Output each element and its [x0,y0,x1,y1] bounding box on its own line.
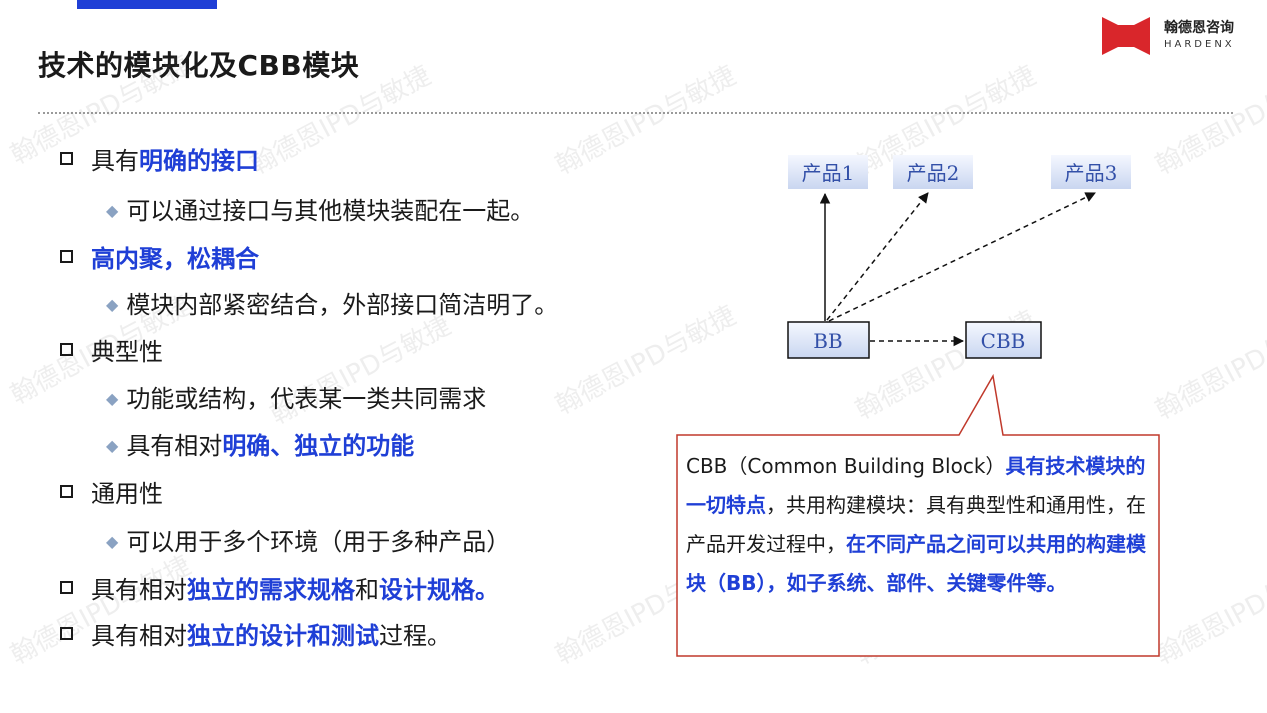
bullet-text-part: 模块内部紧密结合，外部接口简洁明了。 [126,291,559,319]
square-bullet-icon [60,581,73,594]
sub-bullet-item: ◆ 模块内部紧密结合，外部接口简洁明了。 [106,290,558,320]
company-logo: 翰德恩咨询 HARDENX [1102,15,1247,57]
bb-node [787,321,870,359]
bullet-highlight: 独立的设计和测试 [187,622,379,650]
dashed-arrow [826,192,929,321]
bullet-highlight: 独立的需求规格 [187,576,355,604]
bullet-item: 通用性 [60,479,163,509]
square-bullet-icon [60,343,73,356]
bullet-text-part: 可以用于多个环境（用于多种产品） [126,528,511,556]
bullet-text-part: 具有 [91,147,139,175]
callout-highlight: 在不同产品之间可以共用的构建模块（BB），如子系统、部件、关键零件等。 [686,532,1146,595]
dashed-arrow [828,192,1096,322]
diamond-bullet-icon: ◆ [106,201,119,220]
bullet-text-part: 具有相对 [91,622,187,650]
bullet-highlight: 高内聚，松耦合 [91,245,259,273]
bullet-text-part: 通用性 [91,480,163,508]
page-title: 技术的模块化及CBB模块 [38,49,360,82]
product-label-1: 产品1 [802,161,855,185]
bullet-text-part: 具有相对 [91,576,187,604]
cbb-node [965,321,1042,359]
bullet-text-part: 具有相对 [126,432,223,460]
title-divider [38,112,1233,114]
cbb-callout-text: CBB（Common Building Block）具有技术模块的一切特点，共用… [686,447,1156,603]
bullet-highlight: 明确的接口 [139,147,259,175]
square-bullet-icon [60,627,73,640]
sub-bullet-item: ◆ 功能或结构，代表某一类共同需求 [106,384,486,414]
bb-label: BB [813,329,842,353]
product-node-2 [893,155,973,189]
product-label-3: 产品3 [1065,161,1118,185]
top-accent-bar [77,0,217,9]
bullet-item: 具有相对独立的设计和测试过程。 [60,621,451,651]
bullet-highlight: 明确、独立的功能 [222,432,415,460]
sub-bullet-item: ◆ 可以通过接口与其他模块装配在一起。 [106,196,534,226]
logo-text-cn: 翰德恩咨询 [1164,20,1234,36]
bullet-item: 具有明确的接口 [60,146,259,176]
bullet-text-part: 可以通过接口与其他模块装配在一起。 [126,197,535,225]
diamond-bullet-icon: ◆ [106,532,119,551]
sub-bullet-item: ◆ 可以用于多个环境（用于多种产品） [106,527,510,557]
callout-text-part: CBB（Common Building Block） [686,454,1006,478]
diamond-bullet-icon: ◆ [106,436,119,455]
bullet-item: 高内聚，松耦合 [60,244,259,274]
diamond-bullet-icon: ◆ [106,389,119,408]
bullet-text-part: 功能或结构，代表某一类共同需求 [126,385,487,413]
cbb-callout-box [676,373,1160,657]
cbb-label: CBB [981,329,1026,353]
bullet-text-part: 过程。 [379,622,451,650]
product-node-3 [1051,155,1131,189]
bullet-text-part: 和 [355,576,379,604]
logo-mark-icon [1102,17,1150,55]
callout-highlight: 具有技术模块的一切特点 [686,454,1146,517]
sub-bullet-item: ◆ 具有相对明确、独立的功能 [106,431,414,461]
bullet-text-part: 典型性 [91,338,163,366]
callout-text-part: ，共用构建模块：具有典型性和通用性，在产品开发过程中， [686,493,1146,556]
bullet-highlight: 设计规格。 [379,576,499,604]
square-bullet-icon [60,152,73,165]
square-bullet-icon [60,250,73,263]
product-node-1 [788,155,868,189]
logo-text-en: HARDENX [1164,39,1235,50]
product-label-2: 产品2 [907,161,960,185]
diamond-bullet-icon: ◆ [106,295,119,314]
square-bullet-icon [60,485,73,498]
bullet-item: 典型性 [60,337,163,367]
bullet-text: 具有明确的接口 [91,147,259,175]
bullet-item: 具有相对独立的需求规格和设计规格。 [60,575,499,605]
